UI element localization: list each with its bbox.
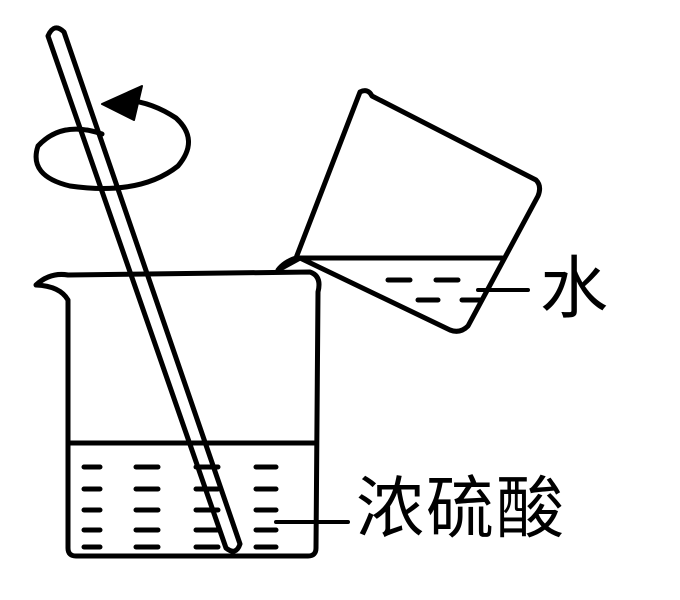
water-liquid-dashes — [385, 277, 483, 303]
small-beaker — [275, 88, 543, 334]
curved-arrow-icon — [33, 85, 191, 191]
large-beaker — [33, 269, 322, 559]
water-label: 水 — [540, 250, 609, 329]
acid-liquid-dashes — [81, 464, 279, 550]
glass-rod — [45, 25, 243, 554]
acid-label: 浓硫酸 — [356, 470, 567, 549]
